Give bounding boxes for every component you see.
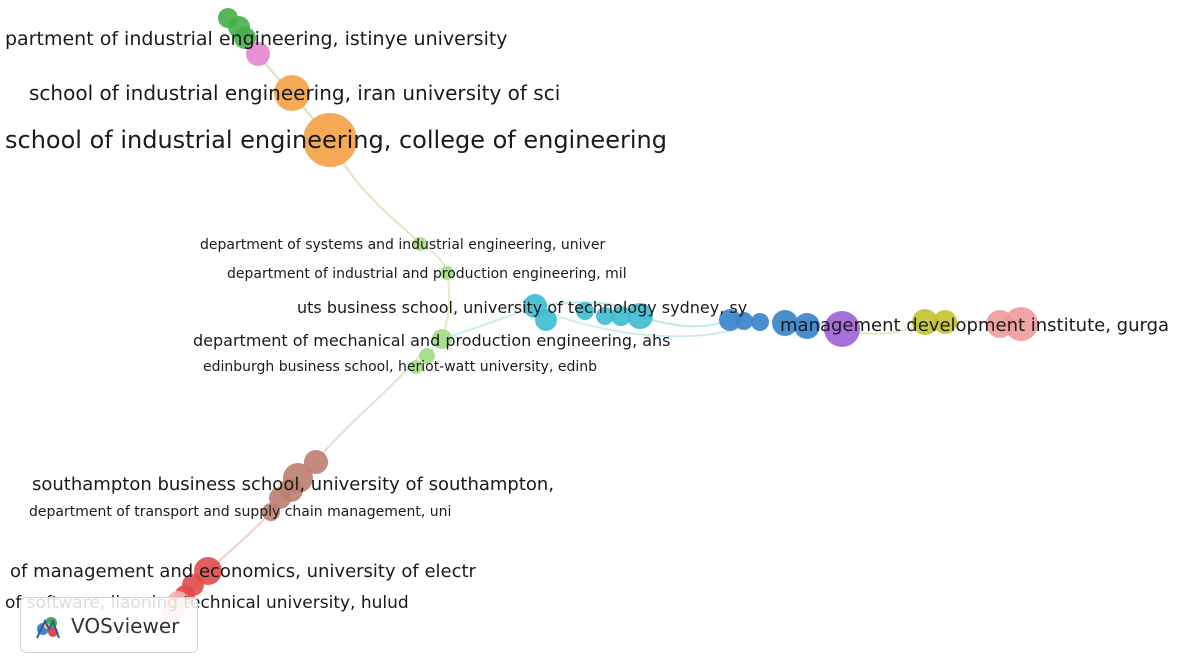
label-systems[interactable]: department of systems and industrial eng… <box>200 237 605 253</box>
node-brown-1[interactable] <box>304 450 328 474</box>
vosviewer-icon <box>36 617 60 639</box>
link-cyan-blue <box>639 315 731 328</box>
node-salmon-2[interactable] <box>1004 307 1038 341</box>
label-college[interactable]: school of industrial engineering, colleg… <box>5 126 667 154</box>
node-purple[interactable] <box>824 311 860 347</box>
node-olive-2[interactable] <box>933 310 957 334</box>
node-lightgreen-systems[interactable] <box>413 237 427 251</box>
label-transport[interactable]: department of transport and supply chain… <box>29 504 451 520</box>
node-brown-4[interactable] <box>269 487 291 509</box>
label-istinye[interactable]: partment of industrial engineering, isti… <box>5 28 508 50</box>
node-cyan-6[interactable] <box>627 303 653 329</box>
label-southampton[interactable]: southampton business school, university … <box>32 474 554 495</box>
node-cyan-2[interactable] <box>535 309 557 331</box>
node-blue-5[interactable] <box>794 313 820 339</box>
label-production[interactable]: department of industrial and production … <box>227 266 627 282</box>
node-pink[interactable] <box>246 42 270 66</box>
label-iran[interactable]: school of industrial engineering, iran u… <box>29 81 560 105</box>
node-cyan-5[interactable] <box>611 306 631 326</box>
node-blue-3[interactable] <box>751 313 769 331</box>
node-brown-5[interactable] <box>262 503 280 521</box>
link-mechanical-brown <box>315 355 421 463</box>
vosviewer-logo[interactable]: VOSviewer <box>20 597 198 653</box>
node-lightgreen-mechanical[interactable] <box>432 329 452 349</box>
node-cyan-4[interactable] <box>596 307 614 325</box>
node-olive-1[interactable] <box>912 309 938 335</box>
label-uts[interactable]: uts business school, university of techn… <box>297 298 747 317</box>
node-lightgreen-4[interactable] <box>419 348 435 364</box>
node-blue-2[interactable] <box>735 312 753 330</box>
node-orange-large[interactable] <box>303 113 357 167</box>
vosviewer-logo-text: VOSviewer <box>71 614 180 638</box>
label-electr[interactable]: of management and economics, university … <box>10 561 477 582</box>
node-cyan-3[interactable] <box>576 302 594 320</box>
link-uts-blue-arc <box>539 309 761 338</box>
label-mechanical[interactable]: department of mechanical and production … <box>193 331 671 350</box>
node-orange-small[interactable] <box>274 75 310 111</box>
label-mdi[interactable]: management development institute, gurga <box>780 315 1169 336</box>
node-lightgreen-edinburgh[interactable] <box>409 360 423 374</box>
node-green-3[interactable] <box>234 27 256 49</box>
node-blue-4[interactable] <box>772 310 798 336</box>
label-edinburgh[interactable]: edinburgh business school, heriot-watt u… <box>203 359 597 375</box>
node-blue-1[interactable] <box>719 309 741 331</box>
label-layer: partment of industrial engineering, isti… <box>5 28 1169 613</box>
node-lightgreen-production[interactable] <box>440 266 454 280</box>
